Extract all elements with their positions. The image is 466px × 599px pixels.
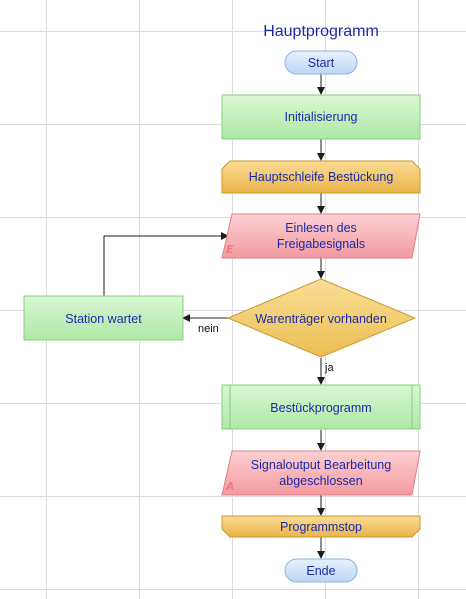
start-terminal[interactable]: Start xyxy=(284,50,358,75)
loop-end-shape[interactable]: Programmstop xyxy=(221,515,421,538)
subprogram-shape[interactable]: Bestückprogramm xyxy=(221,384,421,430)
output-marker-icon: A xyxy=(225,480,235,493)
output-shape[interactable]: Signaloutput Bearbeitung abgeschlossen A xyxy=(221,450,421,496)
wait-process[interactable]: Station wartet xyxy=(23,295,184,341)
init-label: Initialisierung xyxy=(285,110,358,124)
decision-shape[interactable]: Warenträger vorhanden xyxy=(226,278,417,358)
input-marker-icon: E xyxy=(226,243,234,256)
init-process[interactable]: Initialisierung xyxy=(221,94,421,140)
loop-label: Hauptschleife Bestückung xyxy=(249,170,394,184)
loop-start-shape[interactable]: Hauptschleife Bestückung xyxy=(221,160,421,194)
decision-label: Warenträger vorhanden xyxy=(255,312,387,326)
output-label-line1: Signaloutput Bearbeitung xyxy=(251,458,391,472)
edge-label-yes: ja xyxy=(324,362,334,374)
read-label-line2: Freigabesignals xyxy=(277,237,365,251)
stop-label: Programmstop xyxy=(280,520,362,534)
read-label-line1: Einlesen des xyxy=(285,221,357,235)
subprogram-label: Bestückprogramm xyxy=(270,401,371,415)
read-input-shape[interactable]: Einlesen des Freigabesignals E xyxy=(221,213,421,259)
diagram-title: Hauptprogramm xyxy=(263,23,379,40)
edges xyxy=(103,74,325,559)
end-terminal[interactable]: Ende xyxy=(284,558,358,583)
start-label: Start xyxy=(308,56,335,70)
edge-wait-read xyxy=(103,232,229,296)
wait-label: Station wartet xyxy=(65,312,142,326)
end-label: Ende xyxy=(306,564,335,578)
output-label-line2: abgeschlossen xyxy=(279,474,362,488)
edge-label-no: nein xyxy=(198,323,219,335)
